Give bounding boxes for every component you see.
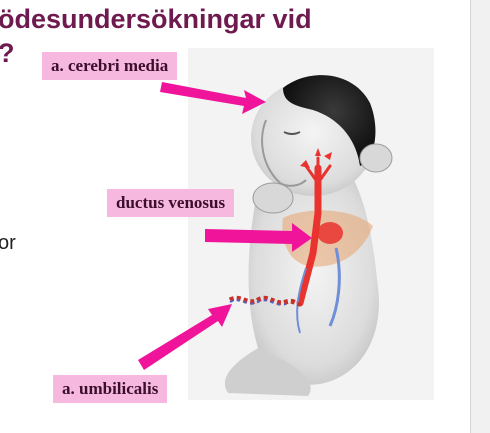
label-ductus-venosus: ductus venosus [107, 189, 235, 217]
window-scroll-edge[interactable] [470, 0, 490, 433]
partial-body-text: or [0, 232, 16, 254]
label-umbilicalis: a. umbilicalis [53, 375, 168, 403]
infant-illustration [188, 48, 434, 400]
presentation-slide: ödesundersökningar vid ? or [0, 2, 458, 403]
slide-title: ödesundersökningar vid ? [0, 2, 458, 70]
label-cerebri-media: a. cerebri media [42, 52, 178, 80]
title-line-2: ? [0, 38, 15, 68]
title-line-1: ödesundersökningar vid [0, 4, 312, 34]
